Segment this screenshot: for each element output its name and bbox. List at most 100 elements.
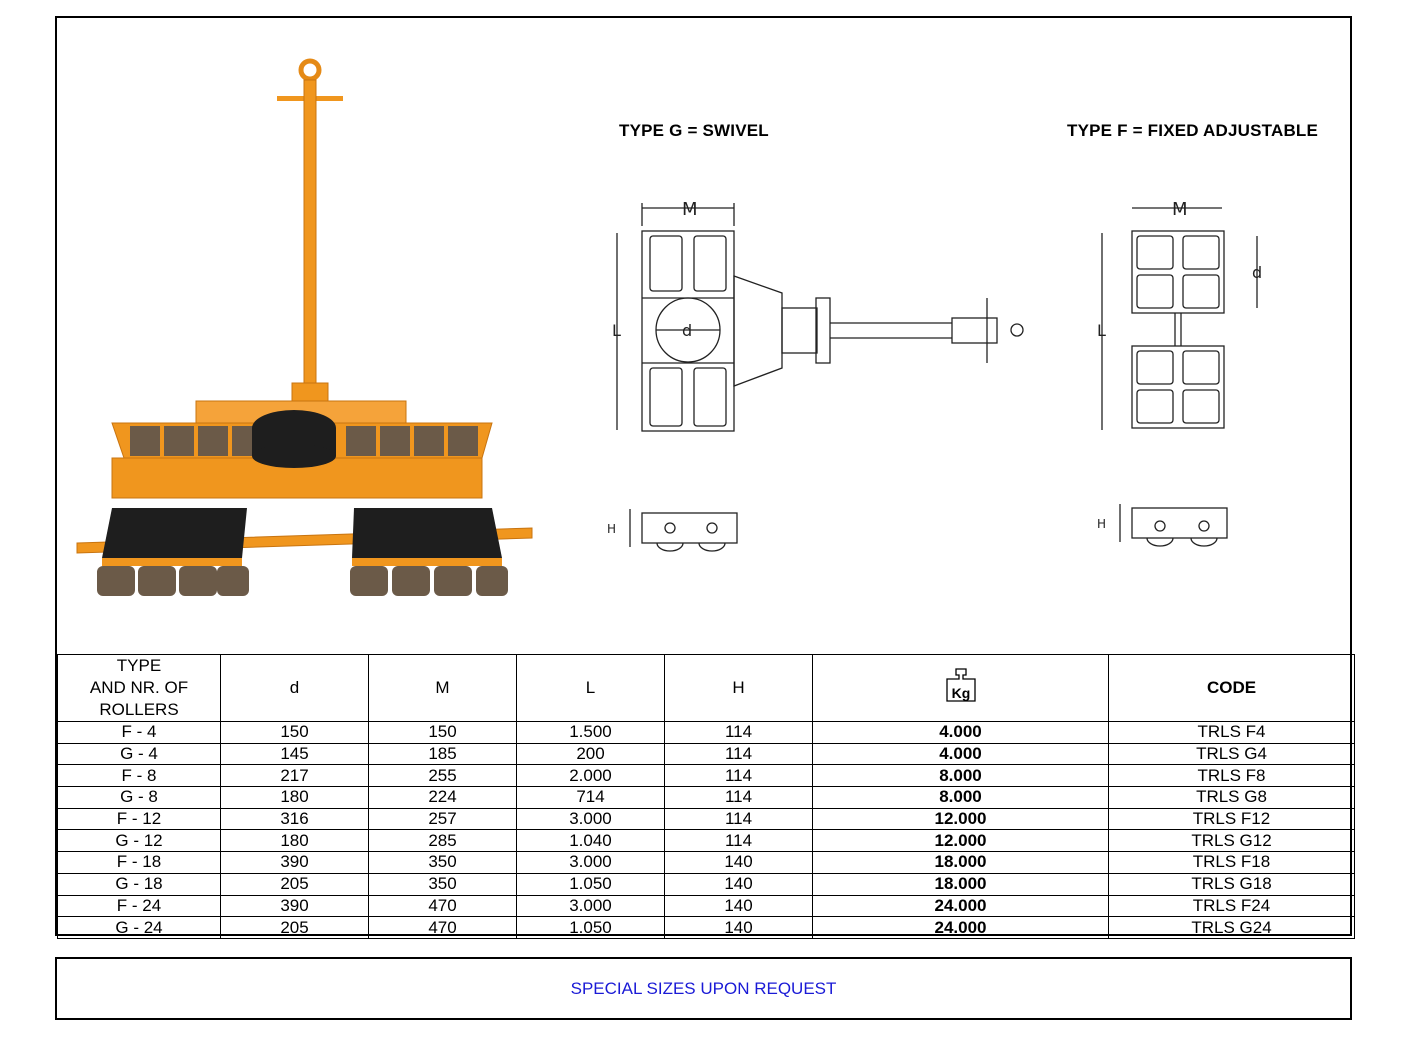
- drawing-area: TYPE G = SWIVEL TYPE F = FIXED ADJUSTABL…: [57, 18, 1350, 654]
- cell-code: TRLS F18: [1108, 851, 1355, 874]
- cell-m: 150: [368, 721, 517, 744]
- cell-code: TRLS F4: [1108, 721, 1355, 744]
- cell-type: G - 12: [57, 829, 221, 853]
- cell-d: 316: [220, 807, 369, 831]
- cell-h: 114: [664, 829, 813, 853]
- cell-kg: 12.000: [812, 807, 1109, 831]
- cell-l: 200: [516, 742, 665, 766]
- cell-type: F - 18: [57, 851, 221, 874]
- footer-box: SPECIAL SIZES UPON REQUEST: [55, 957, 1352, 1020]
- cell-h: 114: [664, 807, 813, 831]
- cell-kg: 18.000: [812, 851, 1109, 874]
- cell-h: 140: [664, 894, 813, 918]
- cell-kg: 24.000: [812, 916, 1109, 939]
- cell-l: 1.040: [516, 829, 665, 853]
- cell-d: 180: [220, 829, 369, 853]
- header-d: d: [220, 654, 369, 722]
- cell-l: 1.500: [516, 721, 665, 744]
- cell-m: 470: [368, 894, 517, 918]
- cell-code: TRLS G4: [1108, 742, 1355, 766]
- cell-l: 2.000: [516, 764, 665, 788]
- cell-kg: 18.000: [812, 872, 1109, 896]
- cell-d: 390: [220, 851, 369, 874]
- header-code: CODE: [1108, 654, 1355, 722]
- cell-code: TRLS G24: [1108, 916, 1355, 939]
- cell-m: 470: [368, 916, 517, 939]
- kg-label: Kg: [951, 685, 970, 701]
- cell-code: TRLS G18: [1108, 872, 1355, 896]
- table-header-row: TYPE AND NR. OF ROLLERS d M L H Kg CODE: [57, 654, 1355, 722]
- dim-h-label-f: H: [1097, 517, 1106, 531]
- type-f-side-view: H: [1097, 504, 1228, 547]
- cell-l: 714: [516, 786, 665, 809]
- dim-d-label: d: [682, 321, 692, 340]
- cell-l: 1.050: [516, 916, 665, 939]
- cell-kg: 8.000: [812, 764, 1109, 788]
- weight-icon: Kg: [945, 668, 976, 702]
- cell-h: 114: [664, 742, 813, 766]
- cell-code: TRLS F12: [1108, 807, 1355, 831]
- cell-l: 3.000: [516, 807, 665, 831]
- footer-text: SPECIAL SIZES UPON REQUEST: [570, 978, 837, 998]
- header-type: TYPE AND NR. OF ROLLERS: [57, 654, 221, 722]
- product-sheet-frame: TYPE G = SWIVEL TYPE F = FIXED ADJUSTABL…: [55, 16, 1355, 939]
- cell-d: 150: [220, 721, 369, 744]
- cell-type: F - 8: [57, 764, 221, 788]
- cell-kg: 8.000: [812, 786, 1109, 809]
- cell-type: G - 24: [57, 916, 221, 939]
- cell-code: TRLS G8: [1108, 786, 1355, 809]
- cell-type: G - 18: [57, 872, 221, 896]
- cell-m: 257: [368, 807, 517, 831]
- dim-l-label: L: [612, 321, 621, 340]
- cell-d: 390: [220, 894, 369, 918]
- type-f-top-view: M L d: [1097, 199, 1262, 430]
- cell-m: 185: [368, 742, 517, 766]
- cell-l: 3.000: [516, 851, 665, 874]
- header-h: H: [664, 654, 813, 722]
- cell-kg: 12.000: [812, 829, 1109, 853]
- cell-type: F - 4: [57, 721, 221, 744]
- cell-code: TRLS F24: [1108, 894, 1355, 918]
- cell-type: G - 4: [57, 742, 221, 766]
- dim-m-label: M: [682, 199, 698, 220]
- cell-h: 140: [664, 872, 813, 896]
- type-g-top-view: M L d: [612, 199, 1024, 432]
- cell-d: 145: [220, 742, 369, 766]
- cell-m: 224: [368, 786, 517, 809]
- cell-type: F - 12: [57, 807, 221, 831]
- cell-l: 3.000: [516, 894, 665, 918]
- header-l: L: [516, 654, 665, 722]
- cell-m: 255: [368, 764, 517, 788]
- type-g-label: TYPE G = SWIVEL: [619, 121, 769, 140]
- cell-d: 205: [220, 872, 369, 896]
- dim-d-label-f: d: [1252, 263, 1262, 282]
- cell-type: F - 24: [57, 894, 221, 918]
- type-g-side-view: H: [607, 509, 738, 552]
- cell-kg: 4.000: [812, 721, 1109, 744]
- cell-d: 180: [220, 786, 369, 809]
- product-illustration: [76, 58, 533, 596]
- cell-code: TRLS F8: [1108, 764, 1355, 788]
- header-m: M: [368, 654, 517, 722]
- cell-h: 114: [664, 786, 813, 809]
- dim-l-label-f: L: [1097, 321, 1106, 340]
- header-kg: Kg: [812, 654, 1109, 722]
- cell-m: 285: [368, 829, 517, 853]
- cell-h: 114: [664, 721, 813, 744]
- type-f-label: TYPE F = FIXED ADJUSTABLE: [1067, 121, 1319, 140]
- cell-kg: 4.000: [812, 742, 1109, 766]
- cell-h: 140: [664, 916, 813, 939]
- cell-kg: 24.000: [812, 894, 1109, 918]
- spec-table: TYPE AND NR. OF ROLLERS d M L H Kg CODE …: [57, 654, 1355, 939]
- cell-l: 1.050: [516, 872, 665, 896]
- dim-m-label-f: M: [1172, 199, 1188, 220]
- cell-type: G - 8: [57, 786, 221, 809]
